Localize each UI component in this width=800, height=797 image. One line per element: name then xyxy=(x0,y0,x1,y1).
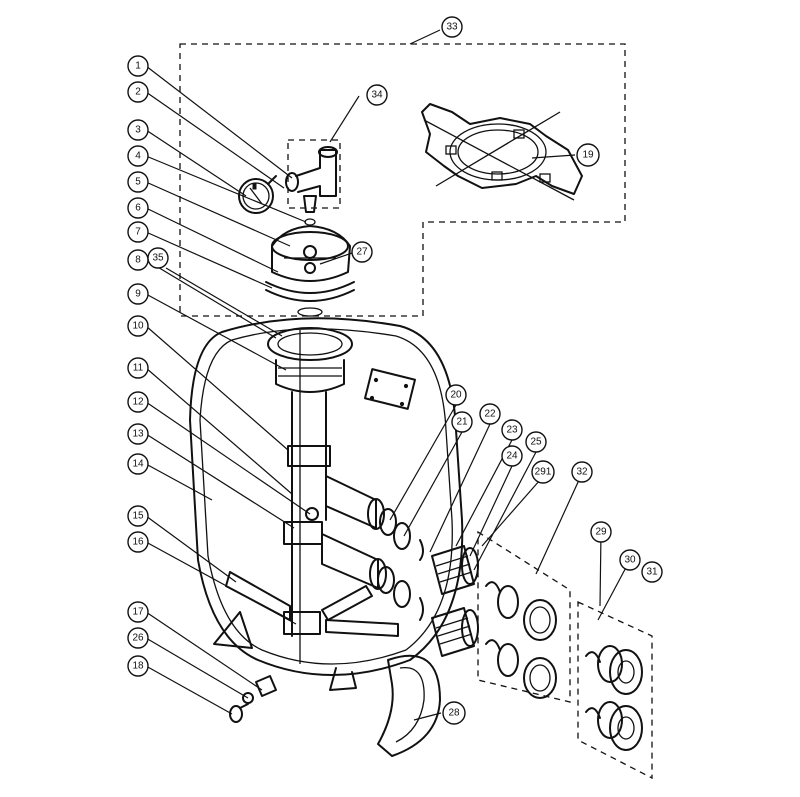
callout-24: 24 xyxy=(501,445,523,467)
svg-text:10: 10 xyxy=(132,321,144,332)
callout-13: 13 xyxy=(127,423,149,445)
callout-7: 7 xyxy=(127,221,149,243)
callout-1: 1 xyxy=(127,55,149,77)
air-relief-fitting xyxy=(285,146,338,226)
svg-text:25: 25 xyxy=(530,437,542,448)
svg-text:12: 12 xyxy=(132,397,144,408)
svg-text:9: 9 xyxy=(135,289,141,300)
svg-text:28: 28 xyxy=(448,708,460,719)
svg-text:5: 5 xyxy=(135,177,141,188)
top-diffuser xyxy=(267,327,353,393)
callout-16: 16 xyxy=(127,531,149,553)
callout-14: 14 xyxy=(127,453,149,475)
group-outline-34 xyxy=(287,139,341,209)
callout-25: 25 xyxy=(525,431,547,453)
svg-text:11: 11 xyxy=(133,363,144,374)
callout-21: 21 xyxy=(451,411,473,433)
callout-23: 23 xyxy=(501,419,523,441)
callout-6: 6 xyxy=(127,197,149,219)
tank-legs xyxy=(213,611,357,691)
callout-2: 2 xyxy=(127,81,149,103)
base-stand xyxy=(377,654,441,757)
union-threads-upper xyxy=(431,545,479,595)
drain-assembly xyxy=(229,675,277,723)
svg-text:23: 23 xyxy=(506,425,518,436)
lid-assembly xyxy=(265,225,355,317)
callout-291: 291 xyxy=(531,460,555,484)
svg-text:1: 1 xyxy=(135,61,141,72)
union-fittings-right-upper xyxy=(585,645,643,695)
callout-32: 32 xyxy=(571,461,593,483)
group-outline-30 xyxy=(577,600,653,780)
svg-text:3: 3 xyxy=(135,125,141,136)
callout-27: 27 xyxy=(351,241,373,263)
callout-4: 4 xyxy=(127,145,149,167)
svg-text:29: 29 xyxy=(595,527,607,538)
callout-28: 28 xyxy=(442,701,466,725)
callout-5: 5 xyxy=(127,171,149,193)
callout-17: 17 xyxy=(127,601,149,623)
pressure-gauge xyxy=(238,175,277,214)
callout-9: 9 xyxy=(127,283,149,305)
callout-12: 12 xyxy=(127,391,149,413)
svg-text:18: 18 xyxy=(132,661,144,672)
union-threads-lower xyxy=(431,607,479,657)
svg-text:17: 17 xyxy=(132,607,144,618)
svg-text:21: 21 xyxy=(456,417,468,428)
svg-text:33: 33 xyxy=(446,22,458,33)
callout-29: 29 xyxy=(590,521,612,543)
svg-text:35: 35 xyxy=(152,253,164,264)
callout-35: 35 xyxy=(147,247,169,269)
lateral-pipes xyxy=(225,571,399,637)
callout-31: 31 xyxy=(641,561,663,583)
callout-22: 22 xyxy=(479,403,501,425)
inlet-pipe xyxy=(325,475,385,530)
union-fittings-right-lower xyxy=(585,701,643,751)
outlet-pipe xyxy=(321,533,387,590)
callout-33: 33 xyxy=(441,16,463,38)
callout-8: 8 xyxy=(127,249,149,271)
callout-34: 34 xyxy=(366,84,388,106)
svg-text:22: 22 xyxy=(484,409,496,420)
svg-text:32: 32 xyxy=(576,467,588,478)
group-outline-33 xyxy=(179,43,626,317)
callout-10: 10 xyxy=(127,315,149,337)
svg-text:34: 34 xyxy=(371,90,383,101)
union-nuts-upper xyxy=(485,581,557,641)
svg-text:291: 291 xyxy=(535,467,552,478)
callout-3: 3 xyxy=(127,119,149,141)
svg-text:8: 8 xyxy=(135,255,141,266)
callout-15: 15 xyxy=(127,505,149,527)
svg-text:13: 13 xyxy=(132,429,144,440)
svg-text:26: 26 xyxy=(132,633,144,644)
svg-text:31: 31 xyxy=(646,567,658,578)
svg-text:14: 14 xyxy=(132,459,144,470)
callout-18: 18 xyxy=(127,655,149,677)
svg-text:19: 19 xyxy=(582,150,594,161)
union-nuts-lower xyxy=(485,639,557,699)
svg-text:7: 7 xyxy=(135,227,141,238)
svg-text:15: 15 xyxy=(132,511,144,522)
callout-11: 11 xyxy=(127,357,149,379)
svg-text:27: 27 xyxy=(356,247,368,258)
svg-text:4: 4 xyxy=(135,151,141,162)
svg-text:2: 2 xyxy=(135,87,141,98)
svg-text:30: 30 xyxy=(624,555,636,566)
svg-text:24: 24 xyxy=(506,451,518,462)
callout-19: 19 xyxy=(576,143,600,167)
svg-text:16: 16 xyxy=(132,537,144,548)
o-rings-lower xyxy=(377,566,424,621)
wrench-key xyxy=(421,103,583,201)
o-rings-upper xyxy=(379,508,424,561)
callout-20: 20 xyxy=(445,384,467,406)
svg-text:6: 6 xyxy=(135,203,141,214)
callout-26: 26 xyxy=(127,627,149,649)
callout-30: 30 xyxy=(619,549,641,571)
leader-lines xyxy=(145,29,631,721)
svg-text:20: 20 xyxy=(450,390,462,401)
